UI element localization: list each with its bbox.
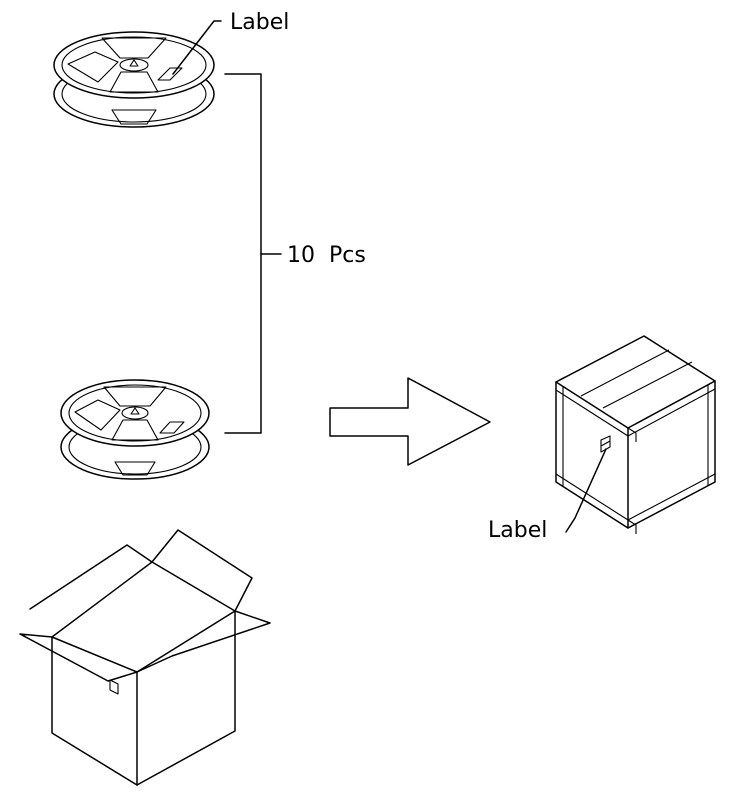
- reel-top-label-patch: [157, 67, 183, 81]
- reel-label-callout: Label: [172, 10, 289, 75]
- reel-bottom-upper-flange: [60, 379, 210, 447]
- reel-label-text: Label: [230, 10, 289, 35]
- box-label-patch: [600, 435, 611, 453]
- reel-label-leader: [172, 20, 222, 75]
- box-label-callout: Label: [488, 448, 607, 543]
- reel-bottom: [60, 379, 210, 480]
- box-label-text: Label: [488, 518, 547, 543]
- reel-top-upper-flange: [53, 31, 215, 99]
- carton-label-slot: [109, 679, 119, 695]
- open-carton: [19, 529, 271, 786]
- quantity-bracket: 10 Pcs: [224, 73, 366, 434]
- reel-bottom-label-patch: [159, 421, 185, 434]
- shipping-box-closed: [555, 335, 716, 534]
- right-arrow: [329, 377, 491, 466]
- box-label-leader: [565, 448, 607, 533]
- reel-top: [53, 31, 215, 128]
- quantity-text: 10 Pcs: [287, 243, 366, 268]
